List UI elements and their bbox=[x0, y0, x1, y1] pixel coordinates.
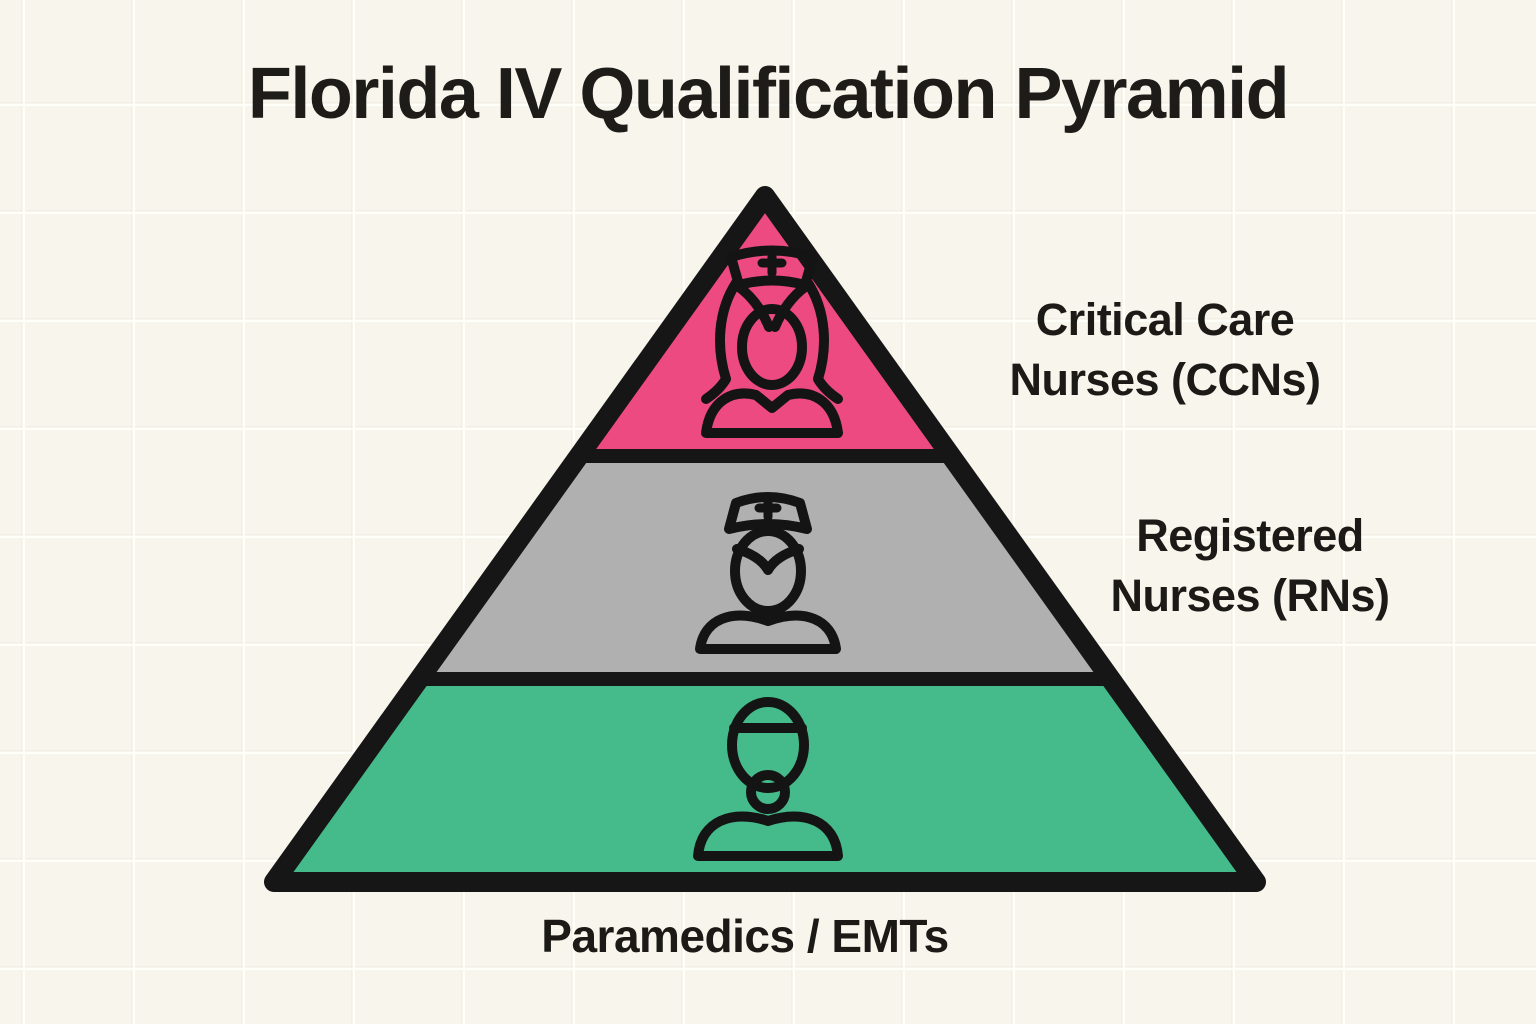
label-line: Paramedics / EMTs bbox=[541, 910, 949, 962]
nurse-cap-cross-icon bbox=[695, 492, 841, 654]
tier-divider-top bbox=[274, 449, 1256, 463]
nurse-female-cap-cross-icon bbox=[701, 245, 843, 438]
paramedic-person-icon bbox=[693, 697, 843, 861]
pyramid-outline bbox=[264, 186, 1266, 892]
tier-paramedics-emts bbox=[274, 679, 1256, 882]
label-line: Registered bbox=[1136, 510, 1364, 561]
label-line: Nurses (RNs) bbox=[1110, 570, 1390, 621]
label-paramedics-emts: Paramedics / EMTs bbox=[345, 906, 1145, 966]
page-title: Florida IV Qualification Pyramid bbox=[247, 54, 1290, 134]
tier-divider-bottom bbox=[274, 672, 1256, 686]
label-line: Nurses (CCNs) bbox=[1009, 354, 1321, 405]
label-critical-care-nurses: Critical Care Nurses (CCNs) bbox=[960, 290, 1370, 410]
label-line: Critical Care bbox=[1035, 294, 1295, 345]
label-registered-nurses: Registered Nurses (RNs) bbox=[1040, 506, 1460, 626]
